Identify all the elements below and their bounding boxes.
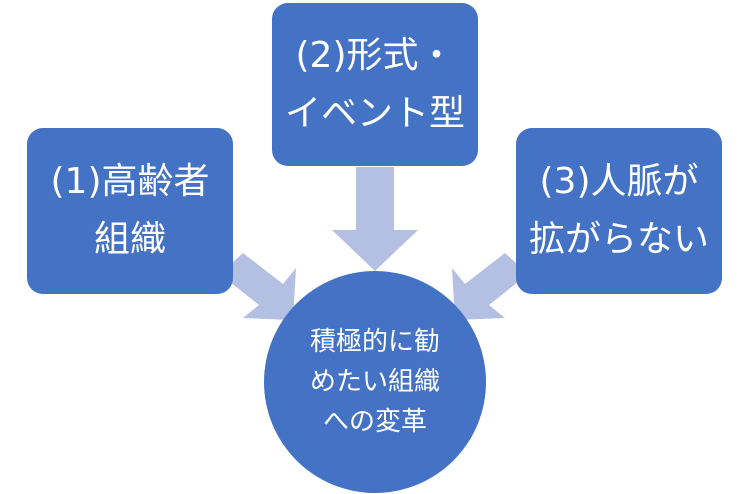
box-formal-event-type: (2)形式・ イベント型 [272,3,478,166]
box3-line1: (3)人脈が [539,161,699,202]
box2-line2: イベント型 [284,92,465,134]
center-line3: への変革 [322,407,427,437]
center-line2: めたい組織 [309,367,440,397]
center-goal-circle: 積極的に勧 めたい組織 への変革 [264,271,486,493]
center-line1: 積極的に勧 [309,327,440,357]
box3-line2: 拡がらない [528,219,709,260]
box2-line1: (2)形式・ [295,34,455,76]
box1-line2: 組織 [93,219,166,260]
arrow-top [332,167,418,271]
box1-line1: (1)高齢者 [50,161,210,202]
arrow-right [452,253,528,320]
arrow-left [220,253,296,320]
box-elderly-organization: (1)高齢者 組織 [27,128,233,294]
box-network-not-expanding: (3)人脈が 拡がらない [516,128,722,294]
